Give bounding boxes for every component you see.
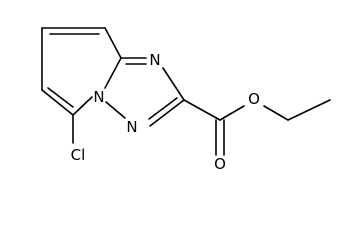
- bond-c2-ccarbonyl: [183, 99, 221, 121]
- atom-o-carbonyl: O: [214, 155, 226, 173]
- bond-ch2-ch3: [287, 99, 331, 121]
- chemical-structure-diagram: N N N O O Cl: [41, 27, 331, 173]
- bond-ntop-c2: [162, 67, 185, 101]
- atom-n-triazole-top: N: [149, 51, 160, 69]
- bond-nbottom-nbridge: [105, 101, 126, 119]
- pyridine-ring: [41, 27, 122, 116]
- bond-c2-c8a: [104, 27, 122, 59]
- bond-c5-c6-inner: [47, 87, 74, 108]
- atom-n-bridge: N: [93, 88, 104, 106]
- ester-group: [183, 99, 331, 156]
- bond-c5-c6: [41, 89, 74, 116]
- atom-n-triazole-bottom: N: [126, 118, 137, 136]
- bond-oester-ch2: [263, 105, 289, 121]
- triazole-ring: [105, 57, 185, 127]
- bond-ccarbonyl-oester: [219, 105, 245, 121]
- bond-c2-nbottom: [149, 99, 185, 127]
- bond-nbridge-c5: [72, 96, 93, 116]
- atom-chlorine: Cl: [71, 146, 86, 164]
- bond-c8a-nbridge: [104, 57, 122, 89]
- bond-c2-nbottom-inner: [148, 97, 178, 120]
- atom-o-ester: O: [248, 90, 260, 108]
